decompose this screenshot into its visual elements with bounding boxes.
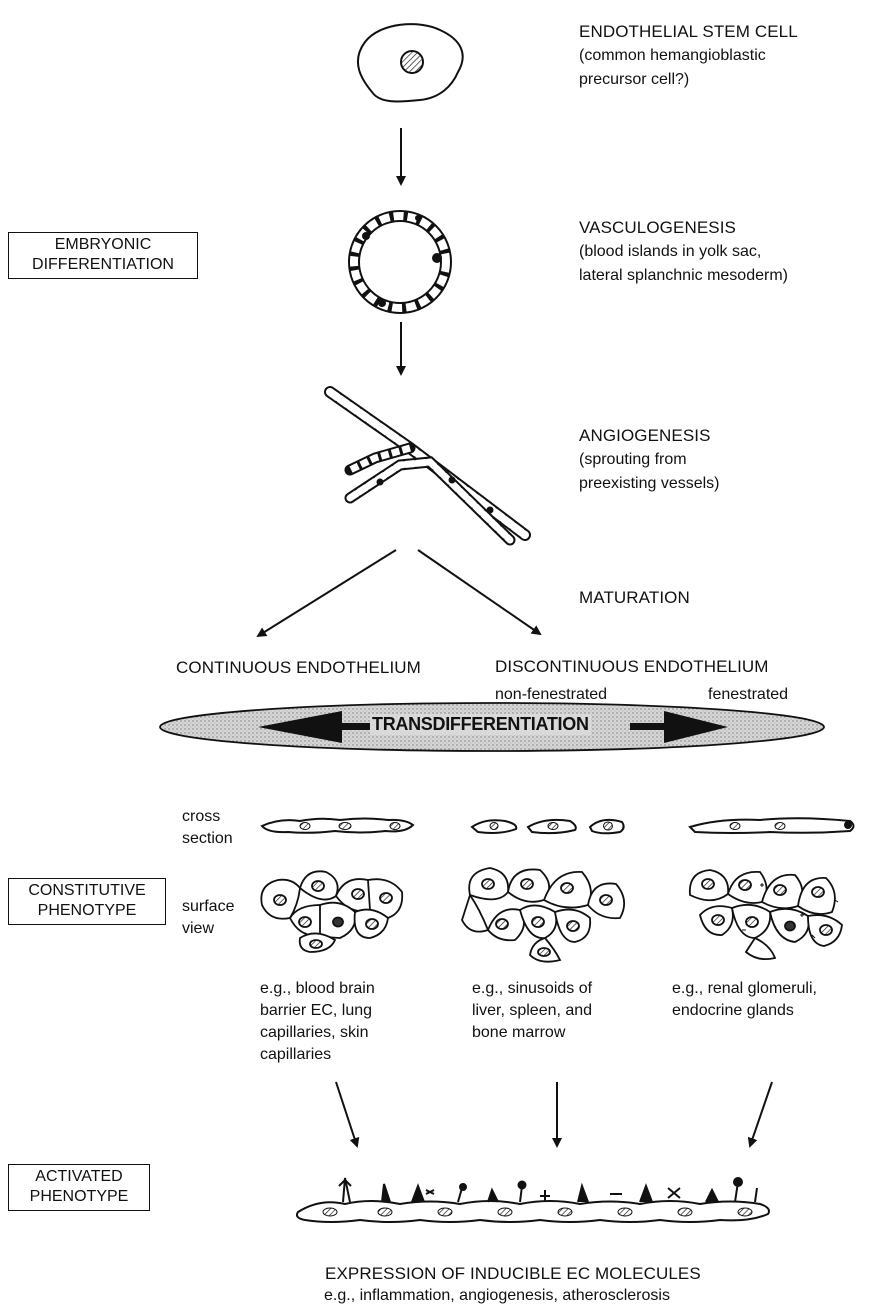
- arrow-fenestrated-to-activated: [750, 1082, 772, 1146]
- cross-section-fenestrated: [690, 818, 854, 833]
- activated-phenotype-box: ACTIVATED PHENOTYPE: [8, 1164, 150, 1211]
- transdifferentiation-label: TRANSDIFFERENTIATION: [370, 714, 591, 735]
- cross-section-label: cross section: [182, 806, 233, 850]
- sinusoid-example-3: bone marrow: [472, 1022, 592, 1044]
- activated-endothelium-icon: [297, 1178, 769, 1222]
- embryonic-differentiation-box: EMBRYONIC DIFFERENTIATION: [8, 232, 198, 279]
- vasculogenesis-title: VASCULOGENESIS: [579, 216, 736, 239]
- continuous-examples: e.g., blood brain barrier EC, lung capil…: [260, 978, 375, 1066]
- stem-cell-desc-1: (common hemangioblastic: [579, 44, 766, 67]
- blood-island-ring-icon: [354, 215, 446, 308]
- angiogenesis-desc-1: (sprouting from: [579, 448, 687, 471]
- activated-box-line-1: ACTIVATED: [15, 1167, 143, 1187]
- cross-section-sinusoid: [472, 820, 624, 833]
- expression-title: EXPRESSION OF INDUCIBLE EC MOLECULES: [325, 1262, 701, 1285]
- continuous-example-3: capillaries, skin: [260, 1022, 375, 1044]
- angiogenesis-desc-2: preexisting vessels): [579, 472, 720, 495]
- stem-cell-title: ENDOTHELIAL STEM CELL: [579, 20, 798, 43]
- continuous-example-1: e.g., blood brain: [260, 978, 375, 1000]
- non-fenestrated-label: non-fenestrated: [495, 683, 607, 706]
- surface-label-line-2: view: [182, 918, 234, 940]
- vasculogenesis-desc-1: (blood islands in yolk sac,: [579, 240, 761, 263]
- continuous-example-4: capillaries: [260, 1044, 375, 1066]
- cross-label-line-2: section: [182, 828, 233, 850]
- continuous-endothelium-label: CONTINUOUS ENDOTHELIUM: [176, 656, 421, 679]
- continuous-example-2: barrier EC, lung: [260, 1000, 375, 1022]
- surface-view-sinusoid: [462, 868, 624, 962]
- vasculogenesis-desc-2: lateral splanchnic mesoderm): [579, 264, 788, 287]
- stem-cell-desc-2: precursor cell?): [579, 68, 689, 91]
- embryonic-box-line-2: DIFFERENTIATION: [15, 255, 191, 275]
- sinusoid-example-1: e.g., sinusoids of: [472, 978, 592, 1000]
- sinusoid-example-2: liver, spleen, and: [472, 1000, 592, 1022]
- fenestrated-label: fenestrated: [708, 683, 788, 706]
- fenestrated-examples: e.g., renal glomeruli, endocrine glands: [672, 978, 817, 1022]
- sinusoid-examples: e.g., sinusoids of liver, spleen, and bo…: [472, 978, 592, 1044]
- fenestrated-example-2: endocrine glands: [672, 1000, 817, 1022]
- cross-label-line-1: cross: [182, 806, 233, 828]
- sprouting-vessels-icon: [330, 392, 525, 540]
- fenestrated-example-1: e.g., renal glomeruli,: [672, 978, 817, 1000]
- constitutive-box-line-2: PHENOTYPE: [15, 901, 159, 921]
- cross-section-continuous: [262, 819, 413, 833]
- stem-cell-icon: [358, 24, 463, 101]
- arrow-to-continuous: [258, 550, 396, 636]
- surface-view-label: surface view: [182, 896, 234, 940]
- constitutive-phenotype-box: CONSTITUTIVE PHENOTYPE: [8, 878, 166, 925]
- discontinuous-endothelium-label: DISCONTINUOUS ENDOTHELIUM: [495, 655, 769, 678]
- constitutive-box-line-1: CONSTITUTIVE: [15, 881, 159, 901]
- arrow-to-discontinuous: [418, 550, 540, 634]
- activated-box-line-2: PHENOTYPE: [15, 1187, 143, 1207]
- expression-examples: e.g., inflammation, angiogenesis, athero…: [324, 1284, 670, 1307]
- maturation-label: MATURATION: [579, 586, 690, 609]
- embryonic-box-line-1: EMBRYONIC: [15, 235, 191, 255]
- angiogenesis-title: ANGIOGENESIS: [579, 424, 711, 447]
- surface-view-fenestrated: [690, 870, 842, 959]
- surface-label-line-1: surface: [182, 896, 234, 918]
- arrow-continuous-to-activated: [336, 1082, 357, 1146]
- surface-view-continuous: [261, 871, 402, 952]
